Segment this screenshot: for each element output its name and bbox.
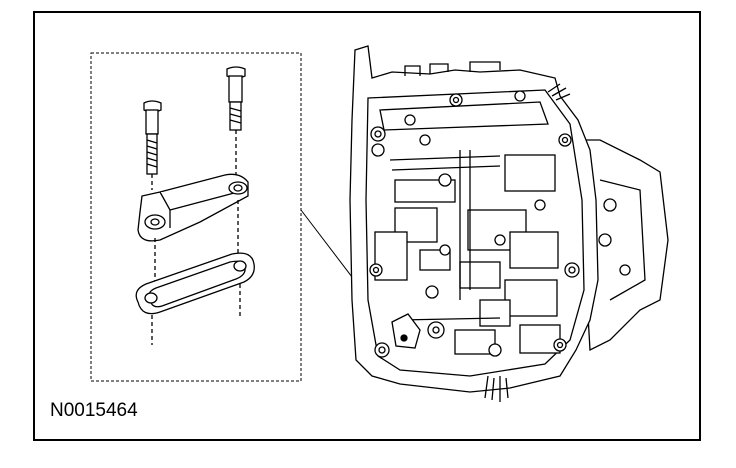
bolt-left [143,100,162,190]
valve-body-assembly [349,45,669,402]
bolt-right [226,66,246,178]
figure-id-label: N0015464 [50,400,138,421]
detail-exploded-view [135,66,255,345]
bracket-plate [137,173,249,242]
gasket [135,252,255,315]
detail-inset-box [90,52,302,382]
outer-frame [33,11,701,441]
